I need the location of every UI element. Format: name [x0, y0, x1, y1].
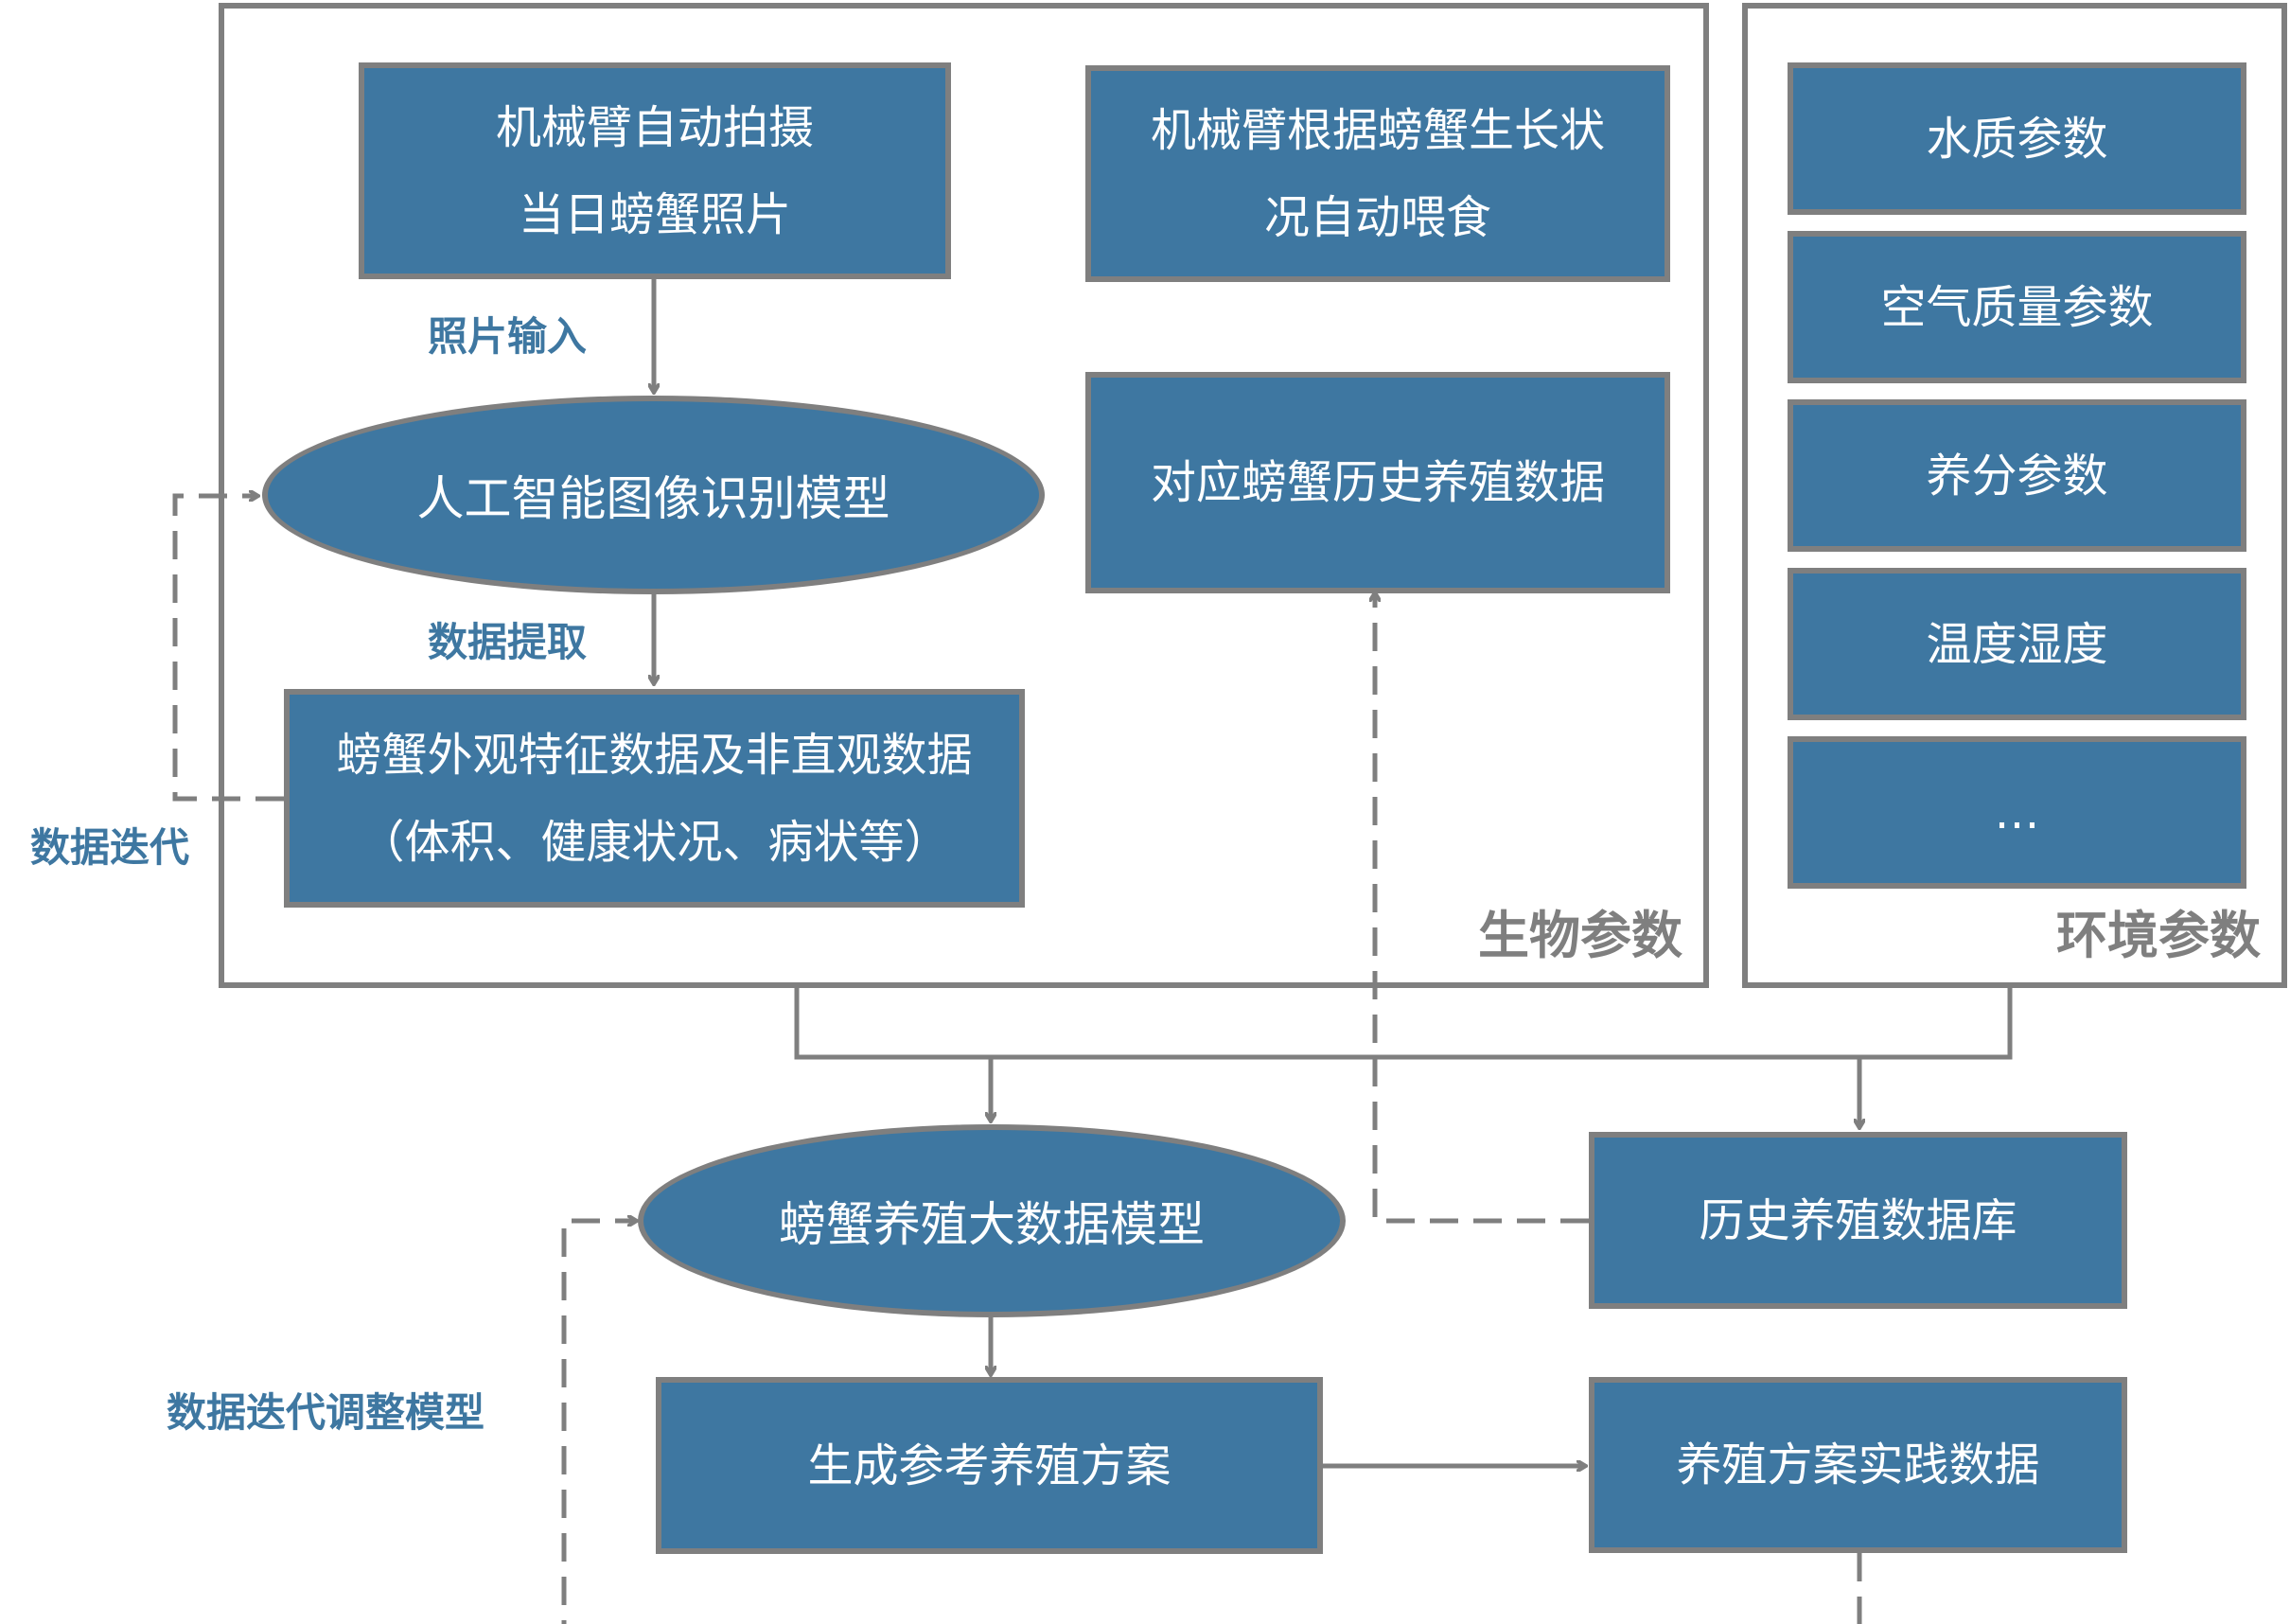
air-quality-label: 空气质量参数: [1880, 280, 2154, 334]
bigdata-model-node: 螃蟹养殖大数据模型: [638, 1124, 1346, 1317]
ai-model-label: 人工智能图像识别模型: [416, 471, 890, 526]
ai-model-node: 人工智能图像识别模型: [262, 396, 1045, 594]
practice-label: 养殖方案实践数据: [1676, 1439, 2040, 1492]
env-params-frame: 环境参数: [1742, 3, 2287, 988]
auto-feed-node: 机械臂根据螃蟹生长状 况自动喂食: [1085, 65, 1670, 282]
nutrient-label: 养分参数: [1926, 449, 2108, 503]
edge-bio-merge: [794, 988, 2013, 1060]
features-node: 螃蟹外观特征数据及非直观数据 （体积、健康状况、病状等）: [284, 689, 1025, 908]
practice-node: 养殖方案实践数据: [1589, 1377, 2127, 1553]
history-data-node: 对应螃蟹历史养殖数据: [1085, 372, 1670, 593]
history-data-label: 对应螃蟹历史养殖数据: [1150, 456, 1605, 509]
features-line2: （体积、健康状况、病状等）: [359, 815, 950, 869]
auto-feed-line1: 机械臂根据螃蟹生长状: [1150, 103, 1605, 157]
more-params-node: …: [1788, 736, 2246, 889]
bio-params-title: 生物参数: [1478, 906, 1682, 965]
auto-feed-line2: 况自动喂食: [1263, 190, 1491, 244]
env-params-title: 环境参数: [2056, 906, 2261, 965]
water-quality-node: 水质参数: [1788, 62, 2246, 215]
plan-label: 生成参考养殖方案: [807, 1439, 1171, 1492]
bigdata-model-label: 螃蟹养殖大数据模型: [779, 1197, 1205, 1252]
air-quality-node: 空气质量参数: [1788, 231, 2246, 383]
history-db-node: 历史养殖数据库: [1589, 1132, 2127, 1309]
extract-label: 数据提取: [428, 619, 588, 665]
bio-params-frame: 生物参数: [219, 3, 1709, 988]
iterate-adjust-label: 数据迭代调整模型: [167, 1389, 485, 1436]
temp-humidity-label: 温度湿度: [1926, 617, 2108, 671]
auto-photo-node: 机械臂自动拍摄 当日螃蟹照片: [359, 62, 951, 279]
iterate-label: 数据迭代: [30, 824, 190, 871]
plan-node: 生成参考养殖方案: [656, 1377, 1323, 1554]
water-quality-label: 水质参数: [1926, 112, 2108, 166]
nutrient-node: 养分参数: [1788, 399, 2246, 552]
auto-photo-line2: 当日螃蟹照片: [518, 187, 791, 241]
temp-humidity-node: 温度湿度: [1788, 568, 2246, 720]
features-line1: 螃蟹外观特征数据及非直观数据: [336, 728, 973, 782]
more-params-label: …: [1994, 786, 2040, 839]
photo-input-label: 照片输入: [428, 313, 588, 360]
auto-photo-line1: 机械臂自动拍摄: [495, 100, 814, 154]
history-db-label: 历史养殖数据库: [1699, 1193, 2017, 1247]
